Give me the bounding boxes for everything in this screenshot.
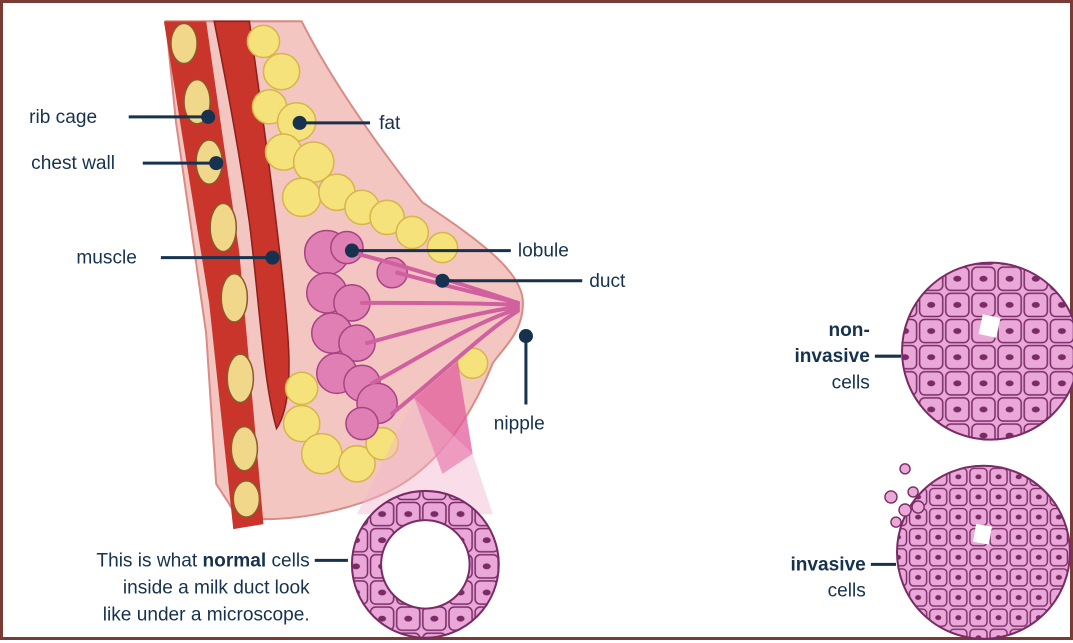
label-duct: duct xyxy=(589,271,626,292)
breast-anatomy-diagram: rib cage chest wall muscle fat lobule du… xyxy=(3,3,1073,643)
breast-cross-section xyxy=(164,21,523,529)
label-nipple: nipple xyxy=(494,414,545,435)
label-non-invasive-line1: non- xyxy=(828,320,869,341)
label-chest-wall: chest wall xyxy=(31,153,115,174)
label-invasive-line1: invasive xyxy=(790,554,865,575)
label-muscle: muscle xyxy=(76,248,136,269)
caption-line1-bold: normal xyxy=(203,550,267,571)
caption-line1-pre: This is what xyxy=(96,550,202,571)
label-invasive-line2: cells xyxy=(828,581,866,602)
label-lobule: lobule xyxy=(518,241,569,262)
caption-line2: inside a milk duct look xyxy=(123,578,310,599)
non-invasive-cells-circle xyxy=(902,263,1073,440)
label-rib-cage: rib cage xyxy=(29,107,97,128)
label-fat: fat xyxy=(379,113,401,134)
caption-line3: like under a microscope. xyxy=(103,605,310,626)
invasive-cells-circle xyxy=(885,464,1070,639)
label-non-invasive-line3: cells xyxy=(832,372,870,393)
label-non-invasive-line2: invasive xyxy=(794,346,869,367)
caption-line1: This is what normal cells xyxy=(96,550,309,571)
caption-line1-post: cells xyxy=(266,550,310,571)
normal-cells-circle xyxy=(352,491,499,638)
